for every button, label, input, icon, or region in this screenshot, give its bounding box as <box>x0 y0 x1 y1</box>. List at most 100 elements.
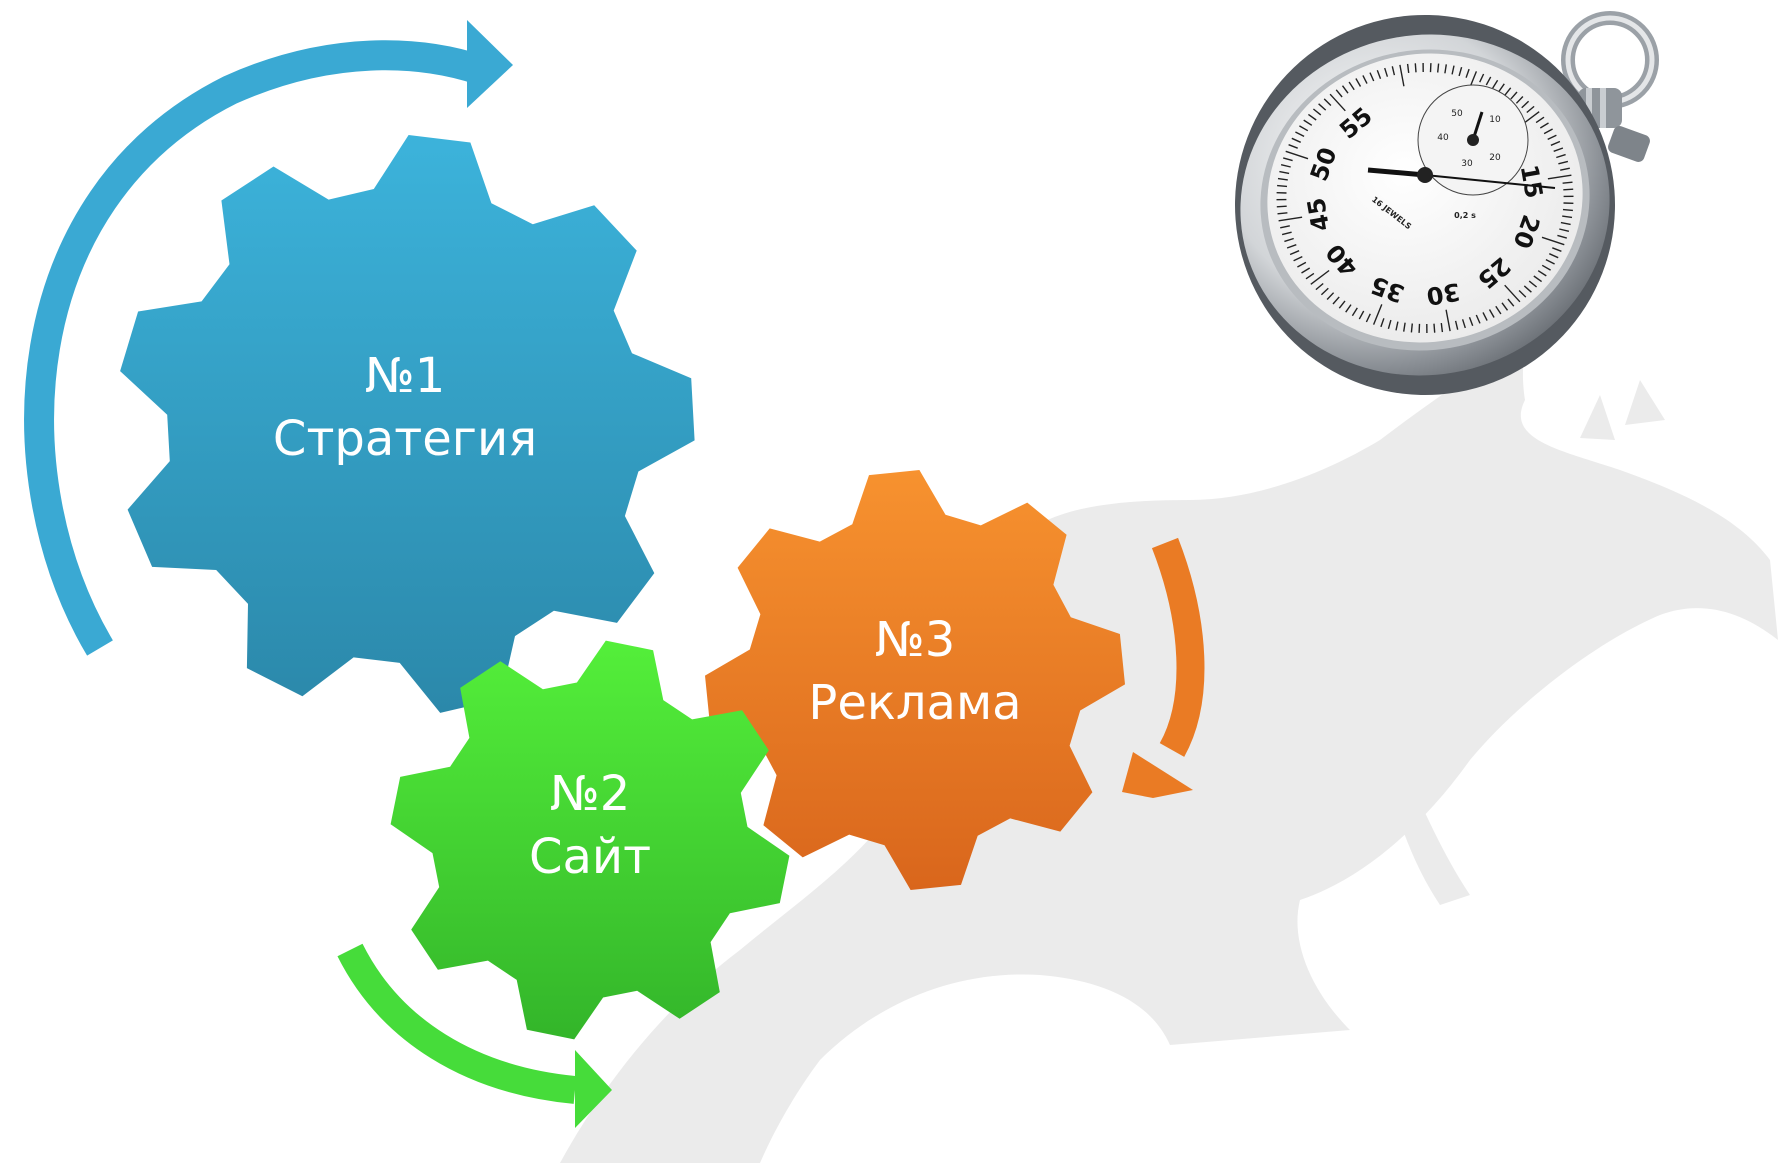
stopwatch-tick <box>1315 282 1324 291</box>
stopwatch-subdial-number: 30 <box>1461 159 1473 169</box>
stopwatch-tick <box>1341 85 1349 94</box>
stopwatch-tick <box>1458 67 1463 77</box>
stopwatch-tick <box>1547 174 1572 180</box>
stopwatch-tick <box>1560 221 1571 226</box>
stopwatch-tick <box>1562 215 1573 219</box>
stopwatch-tick <box>1307 113 1317 121</box>
stopwatch-tick <box>1365 313 1371 323</box>
gear-website-number: №2 <box>550 766 630 822</box>
stopwatch-tick <box>1348 81 1355 91</box>
stopwatch-tick <box>1318 103 1327 111</box>
gear-strategy: №1 Стратегия <box>120 135 695 713</box>
gear-website-shape <box>390 640 790 1040</box>
stopwatch-tick <box>1295 131 1305 138</box>
stopwatch-tick <box>1277 184 1288 188</box>
stopwatch-tick <box>1414 63 1417 73</box>
stopwatch-tick <box>1310 269 1330 285</box>
stopwatch-tick <box>1558 160 1569 165</box>
stopwatch-dial-number: 45 <box>1302 196 1335 234</box>
stopwatch-subdial-number: 50 <box>1451 109 1463 119</box>
stopwatch-tick <box>1399 64 1405 87</box>
stopwatch-tick <box>1395 321 1399 331</box>
stopwatch-tick <box>1297 261 1307 268</box>
stopwatch-tick <box>1498 83 1505 92</box>
stopwatch-tick <box>1329 93 1346 112</box>
stopwatch-tick <box>1454 320 1459 330</box>
stopwatch-tick <box>1549 253 1559 259</box>
stopwatch-tick <box>1372 304 1383 325</box>
stopwatch-tick <box>1451 65 1455 75</box>
stopwatch-resolution-text: 0,2 s <box>1454 211 1476 220</box>
stopwatch-tick <box>1492 79 1499 89</box>
stopwatch-tick <box>1541 264 1551 271</box>
stopwatch-tick <box>1303 119 1313 126</box>
stopwatch-tick <box>1557 234 1567 239</box>
stopwatch-tick <box>1299 125 1309 132</box>
gear-strategy-shape <box>120 135 695 713</box>
stopwatch-tick <box>1510 91 1518 100</box>
stopwatch-tick <box>1437 63 1440 73</box>
stopwatch-tick <box>1406 63 1410 73</box>
stopwatch-tick <box>1320 287 1329 296</box>
stopwatch-tick <box>1482 312 1488 321</box>
stopwatch-tick <box>1523 285 1532 293</box>
stopwatch-tick <box>1289 250 1300 256</box>
stopwatch-tick <box>1351 307 1358 317</box>
stopwatch-tick <box>1279 170 1290 175</box>
stopwatch-dial-number: 30 <box>1424 277 1462 310</box>
arrow-strategy-clockwise-icon <box>24 20 513 656</box>
stopwatch-tick <box>1276 205 1287 208</box>
stopwatch-tick <box>1288 144 1298 149</box>
gear-website: №2 Сайт <box>390 640 790 1040</box>
stopwatch-tick <box>1403 322 1406 332</box>
stopwatch-tick <box>1312 108 1322 116</box>
stopwatch-tick <box>1539 122 1549 129</box>
stopwatch-tick <box>1391 66 1396 76</box>
stopwatch-tick <box>1562 181 1573 184</box>
stopwatch-tick <box>1547 134 1557 141</box>
stopwatch-tick <box>1521 100 1530 109</box>
stopwatch-tick <box>1468 317 1474 327</box>
stopwatch-tick <box>1563 188 1574 191</box>
stopwatch-tick <box>1553 147 1564 152</box>
stopwatch-tick <box>1507 298 1515 307</box>
stopwatch-tick <box>1485 76 1492 86</box>
stopwatch-tick <box>1369 72 1375 82</box>
stopwatch-tick <box>1515 96 1524 104</box>
stopwatch-tick <box>1504 284 1521 303</box>
stopwatch-subdial-number: 20 <box>1489 153 1501 163</box>
arrow-website-counterclockwise-icon <box>337 943 612 1128</box>
gear-advertising: №3 Реклама <box>705 470 1125 890</box>
stopwatch-tick <box>1533 275 1543 283</box>
gear-advertising-title: Реклама <box>808 675 1021 731</box>
stopwatch-tick <box>1433 323 1436 333</box>
stopwatch-tick <box>1362 75 1368 84</box>
stopwatch-tick <box>1291 137 1301 143</box>
stopwatch-tick <box>1355 78 1362 87</box>
stopwatch-tick <box>1545 258 1555 265</box>
stopwatch-tick <box>1384 67 1389 77</box>
stopwatch-tick <box>1488 309 1495 318</box>
stopwatch-tick <box>1305 272 1315 280</box>
stopwatch-tick <box>1286 244 1297 249</box>
stopwatch-tick <box>1556 153 1566 159</box>
stopwatch-tick <box>1479 73 1485 83</box>
gear-website-title: Сайт <box>529 829 651 885</box>
stopwatch-subdial-number: 40 <box>1437 133 1449 143</box>
stopwatch-tick <box>1445 309 1451 332</box>
stopwatch-tick <box>1541 236 1565 246</box>
stopwatch-tick <box>1358 310 1365 320</box>
stopwatch-tick <box>1277 177 1288 181</box>
stopwatch-tick <box>1559 228 1570 232</box>
gear-advertising-shape <box>705 470 1125 890</box>
stopwatch-tick <box>1528 280 1538 288</box>
stopwatch-tick <box>1345 304 1352 313</box>
stopwatch-tick <box>1495 305 1502 315</box>
stopwatch-tick <box>1338 300 1346 309</box>
stopwatch-tick <box>1335 89 1343 98</box>
gear-advertising-number: №3 <box>875 612 955 668</box>
stopwatch-tick <box>1281 231 1292 236</box>
